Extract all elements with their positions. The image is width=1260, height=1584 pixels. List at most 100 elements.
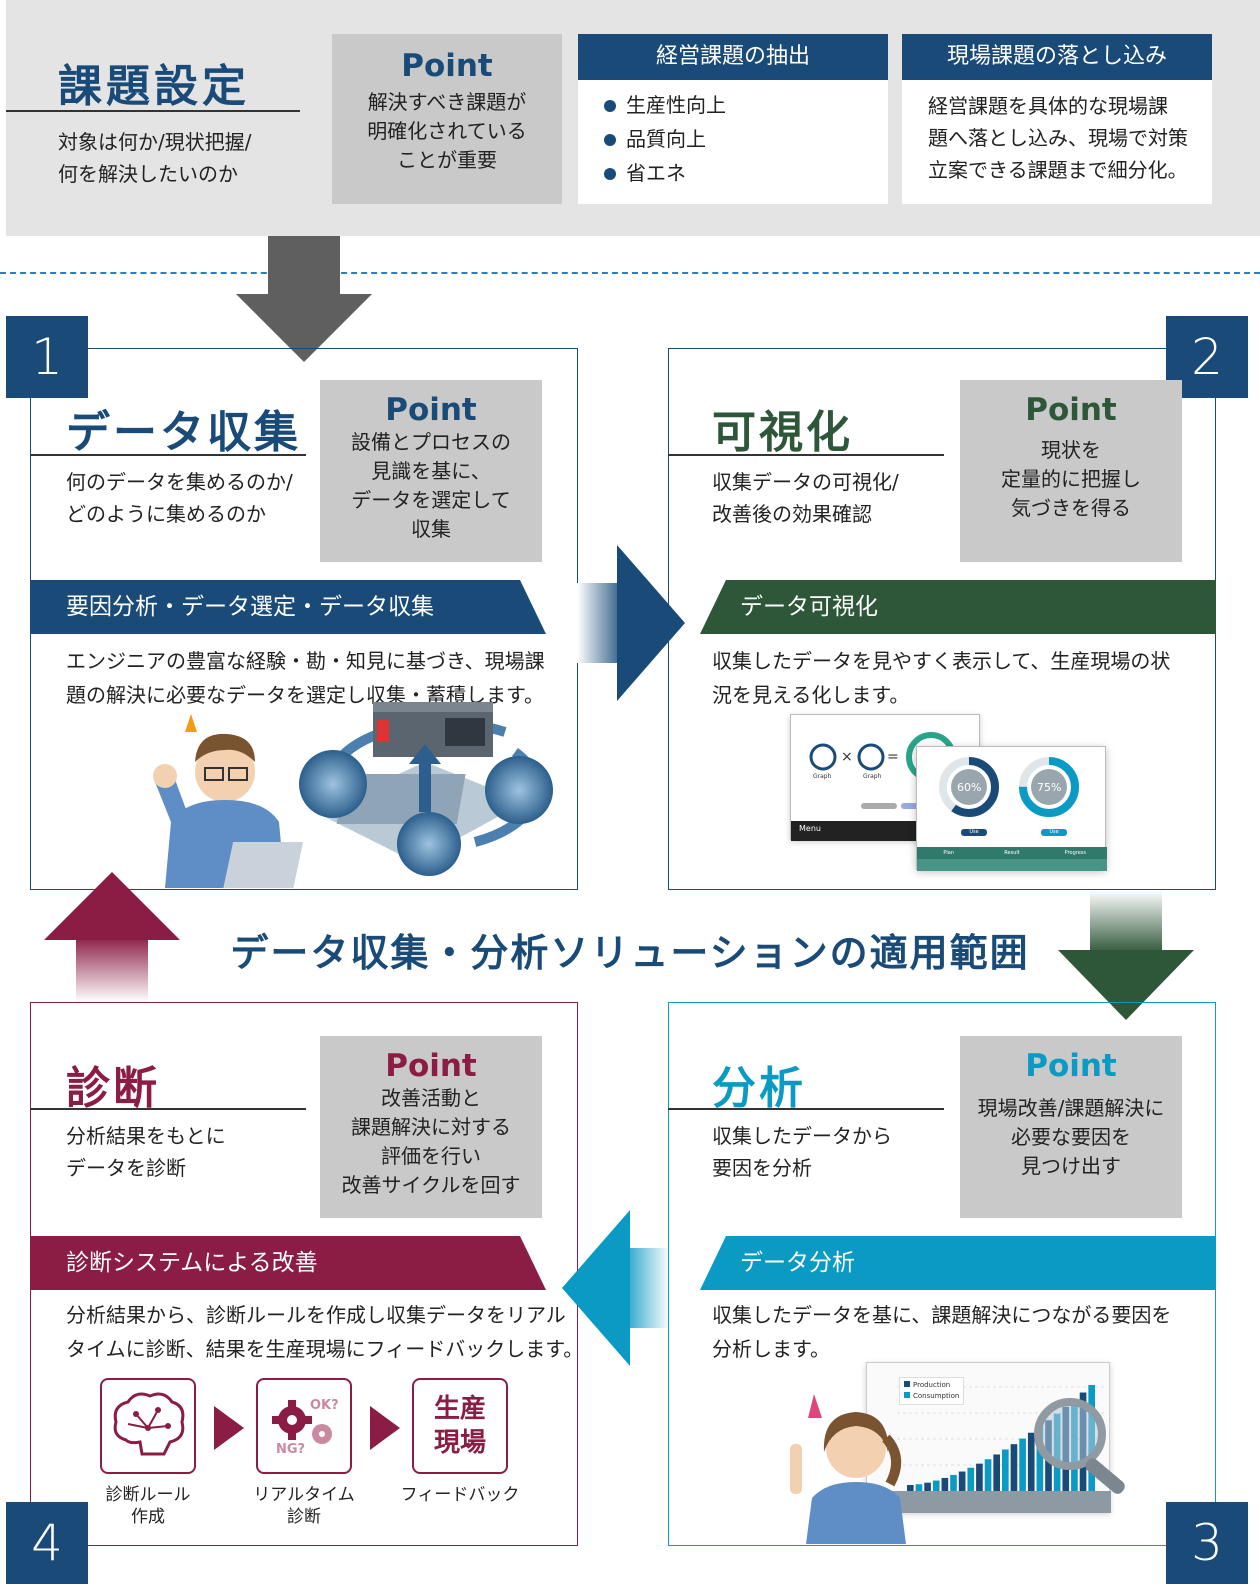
right-arrow-icon xyxy=(577,545,685,701)
flow-label-realtime: リアルタイム 診断 xyxy=(253,1485,355,1527)
bar xyxy=(915,1484,923,1491)
problem-setting-desc: 対象は何か/現状把握/ 何を解決したいのか xyxy=(58,130,252,186)
gauge-center xyxy=(951,769,987,805)
dashed-divider xyxy=(0,272,1260,274)
svg-text:=: = xyxy=(887,749,899,765)
ok-label: OK? xyxy=(310,1398,339,1413)
realtime-diagnosis-box: OK? NG? xyxy=(256,1378,352,1474)
extract-box: 経営課題の抽出 生産性向上 品質向上 省エネ xyxy=(578,34,888,204)
gauge-center xyxy=(1031,769,1067,805)
left-arrow-icon xyxy=(562,1210,670,1366)
top-point-title: Point xyxy=(401,48,493,84)
bar xyxy=(967,1467,975,1491)
card-3-rule xyxy=(668,1108,944,1110)
card-2-point-title: Point xyxy=(1025,392,1117,428)
card-3-point-text: 現場改善/課題解決に 必要な要因を 見つけ出す xyxy=(977,1096,1165,1178)
card-4-rule xyxy=(30,1108,306,1110)
gauge-1-value: 60% xyxy=(957,781,982,794)
gauges-svg xyxy=(939,757,1079,817)
legend: Production Consumption xyxy=(899,1377,965,1405)
bar xyxy=(976,1463,983,1491)
flow-label-rule: 診断ルール 作成 xyxy=(105,1485,191,1527)
top-point-box: Point 解決すべき課題が 明確化されている ことが重要 xyxy=(332,34,562,204)
production-site-box: 生産 現場 xyxy=(412,1378,508,1474)
brain-rule-box xyxy=(100,1378,196,1474)
dashboard-screen-front: 60% 75% Use Use Plan Result Progress xyxy=(916,746,1107,871)
card-2-band-text: 収集したデータを見やすく表示して、生産現場の状 況を見える化します。 xyxy=(712,649,1171,707)
card-3-band-shape xyxy=(700,1236,1216,1290)
drill-down-heading: 現場課題の落とし込み xyxy=(902,34,1212,80)
engineer-illustration xyxy=(153,702,553,888)
legend-swatch xyxy=(904,1381,910,1387)
card-2-point-box: Point 現状を 定量的に把握し 気づきを得る xyxy=(960,380,1182,562)
gauge-arc-1 xyxy=(939,757,999,817)
bar xyxy=(932,1480,940,1491)
card-2-band-label: データ可視化 xyxy=(740,594,878,620)
card-3-band-label: データ分析 xyxy=(740,1250,855,1276)
card-2-desc: 収集データの可視化/ 改善後の効果確認 xyxy=(712,470,899,526)
col-progress: Progress xyxy=(1064,850,1086,856)
title-underline xyxy=(6,110,300,112)
production-site-text: 生産 現場 xyxy=(433,1394,486,1458)
card-4-point-box: Point 改善活動と 課題解決に対する 評価を行い 改善サイクルを回す xyxy=(320,1036,542,1218)
legend-swatch xyxy=(904,1392,910,1398)
card-3-point-title: Point xyxy=(1025,1048,1117,1084)
card-1-point-text: 設備とプロセスの 見識を基に、 データを選定して 収集 xyxy=(351,430,511,541)
legend-item: Consumption xyxy=(904,1391,959,1402)
step-number-4: 4 xyxy=(6,1502,88,1584)
down-arrow-icon xyxy=(1058,890,1194,1020)
card-1-band-label: 要因分析・データ選定・データ収集 xyxy=(66,594,434,620)
card-3-point-box: Point 現場改善/課題解決に 必要な要因を 見つけ出す xyxy=(960,1036,1182,1218)
ng-label: NG? xyxy=(276,1442,306,1457)
step-number-3: 3 xyxy=(1166,1502,1248,1584)
col-result: Result xyxy=(1004,850,1020,856)
card-1-point-title: Point xyxy=(385,392,477,428)
use-button[interactable]: Use xyxy=(1041,829,1067,836)
card-3-band-text: 収集したデータを基に、課題解決につながる要因を 分析します。 xyxy=(712,1303,1172,1361)
svg-text:×: × xyxy=(841,749,853,765)
card-1-rule xyxy=(30,454,306,456)
drill-down-box: 現場課題の落とし込み 経営課題を具体的な現場課 題へ落とし込み、現場で対策 立案… xyxy=(902,34,1212,204)
card-1-point-box: Point 設備とプロセスの 見識を基に、 データを選定して 収集 xyxy=(320,380,542,562)
gauge-2-value: 75% xyxy=(1037,781,1062,794)
bullet-icon xyxy=(604,168,616,180)
problem-setting-title: 課題設定 xyxy=(58,61,250,112)
card-2-point-text: 現状を 定量的に把握し 気づきを得る xyxy=(1001,438,1141,520)
bullet-icon xyxy=(604,100,616,112)
down-arrow-icon xyxy=(236,236,372,362)
bar xyxy=(1036,1426,1044,1491)
bar xyxy=(1027,1432,1035,1491)
card-4-title: 診断 xyxy=(66,1063,160,1114)
bar xyxy=(1010,1444,1018,1491)
flow-label-feedback: フィードバック xyxy=(400,1485,520,1505)
bar xyxy=(1019,1438,1026,1491)
graph-label: Graph xyxy=(813,773,832,780)
bar xyxy=(984,1459,992,1491)
bar xyxy=(950,1474,957,1491)
card-2-rule xyxy=(668,454,944,456)
table-row xyxy=(917,859,1107,871)
bar xyxy=(958,1471,966,1491)
gears-icon xyxy=(272,1400,332,1444)
bar xyxy=(941,1477,949,1491)
table-header: Plan Result Progress xyxy=(917,847,1107,859)
scope-title: データ収集・分析ソリューションの適用範囲 xyxy=(230,931,1030,975)
card-4-band-text: 分析結果から、診断ルールを作成し収集データをリアル タイムに診断、結果を生産現場… xyxy=(66,1303,584,1361)
card-2-band-shape xyxy=(700,580,1216,634)
flow-arrow-icon xyxy=(370,1406,400,1450)
step-number-1: 1 xyxy=(6,316,88,398)
gauge-arc-2 xyxy=(1019,757,1079,817)
card-1-desc: 何のデータを集めるのか/ どのように集めるのか xyxy=(66,470,293,526)
graph-label: Graph xyxy=(863,773,882,780)
card-4-desc: 分析結果をもとに データを診断 xyxy=(66,1124,226,1180)
menu-button[interactable]: Menu xyxy=(799,824,821,833)
use-button[interactable]: Use xyxy=(961,829,987,836)
bullet-icon xyxy=(604,134,616,146)
legend-item: Production xyxy=(904,1380,959,1391)
flow-arrow-icon xyxy=(214,1406,244,1450)
extract-item: 生産性向上 xyxy=(604,88,888,122)
card-4-point-text: 改善活動と 課題解決に対する 評価を行い 改善サイクルを回す xyxy=(341,1086,521,1197)
card-4-band-label: 診断システムによる改善 xyxy=(66,1250,318,1276)
brain-icon xyxy=(113,1392,185,1456)
bar xyxy=(1002,1449,1009,1491)
